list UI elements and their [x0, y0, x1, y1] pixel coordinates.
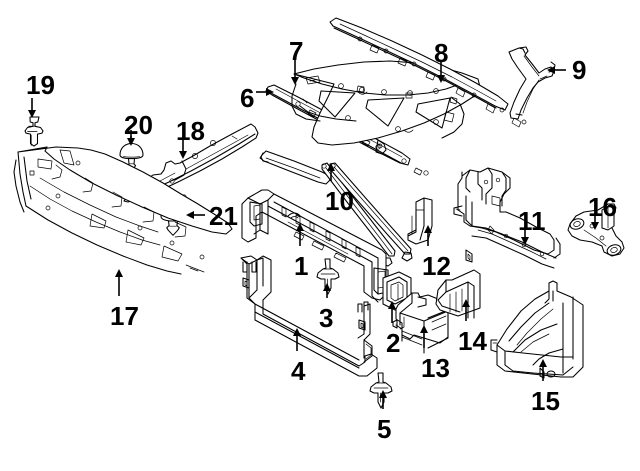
part-10-hood-latch-support-brace: [259, 150, 413, 267]
callout-4: 4: [291, 356, 306, 386]
callout-14: 14: [458, 326, 487, 356]
callout-9: 9: [572, 55, 587, 85]
callout-6: 6: [240, 83, 255, 113]
leader-arrow-3: [323, 283, 331, 298]
callout-17: 17: [110, 301, 139, 331]
callout-13: 13: [421, 353, 450, 383]
callout-7: 7: [289, 36, 304, 66]
leader-arrow-15: [539, 359, 547, 381]
callout-20: 20: [124, 110, 153, 140]
part-4-lower-radiator-support-crossmember: [240, 255, 378, 377]
leader-arrow-6: [256, 88, 274, 96]
callout-10: 10: [325, 186, 354, 216]
leader-arrow-1: [296, 223, 304, 246]
leader-arrow-4: [293, 328, 301, 351]
part-19-expanding-rivet-clip: [24, 116, 44, 147]
leader-arrow-21: [186, 211, 205, 219]
part-17-front-lower-valance-deflector: [13, 146, 233, 275]
part-15-air-intake-duct-housing: [490, 280, 584, 379]
part-7-cowl-panel-grille-mount: [291, 60, 481, 155]
leader-arrow-20: [127, 130, 135, 146]
leader-arrow-18: [179, 137, 187, 159]
leader-arrow-7: [291, 58, 299, 85]
callout-8: 8: [434, 38, 449, 68]
part-5-push-pin-retainer-clip-lower: [369, 372, 393, 409]
leader-arrow-17: [115, 269, 123, 296]
leader-arrow-11: [521, 227, 529, 245]
callout-5: 5: [377, 414, 392, 444]
part-14-air-duct-baffle: [435, 269, 481, 319]
leader-arrow-13: [420, 325, 428, 348]
callout-15: 15: [531, 386, 560, 416]
leader-arrow-5: [379, 390, 387, 409]
callout-12: 12: [422, 251, 451, 281]
part-9-cowl-bracket-right: [508, 46, 556, 120]
callout-2: 2: [386, 328, 401, 358]
leader-arrow-14: [462, 299, 470, 321]
callout-3: 3: [319, 303, 334, 333]
callout-11: 11: [518, 206, 546, 236]
leader-arrow-9: [547, 66, 566, 74]
part-1-upper-radiator-support-tie-bar: [241, 189, 389, 303]
leader-arrow-19: [28, 98, 36, 118]
leader-arrow-12: [424, 225, 432, 246]
callout-21: 21: [209, 201, 238, 231]
callout-1: 1: [294, 251, 309, 281]
callout-19: 19: [26, 70, 55, 100]
part-11-front-subframe-side-rail: [453, 167, 561, 269]
leader-arrow-8: [437, 60, 445, 83]
callout-16: 16: [588, 192, 617, 222]
callout-18: 18: [176, 116, 205, 146]
leader-arrow-16: [591, 213, 599, 230]
leader-arrow-2: [388, 301, 396, 323]
leader-arrow-10: [327, 163, 335, 181]
